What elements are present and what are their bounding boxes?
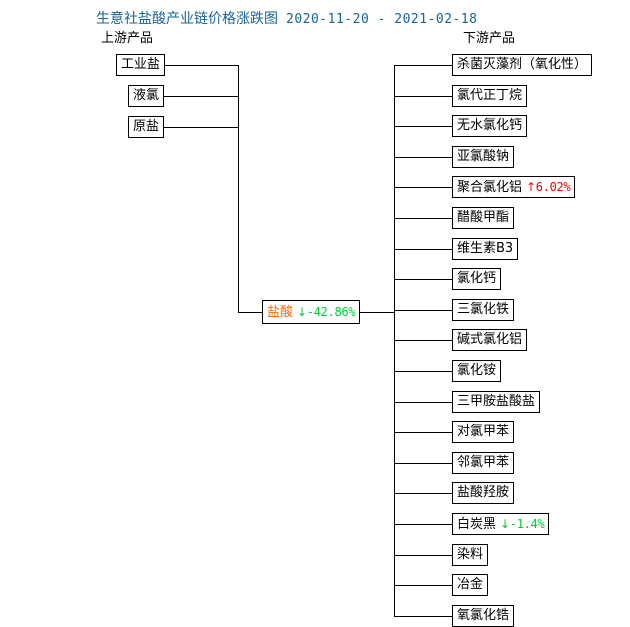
upstream-node-1[interactable]: 工业盐 — [116, 54, 166, 76]
downstream-node-4[interactable]: 亚氯酸钠 — [452, 146, 515, 168]
downstream-node-18[interactable]: 冶金 — [452, 574, 489, 596]
downstream-node-12[interactable]: 三甲胺盐酸盐 — [452, 391, 541, 413]
downstream-stub-13 — [394, 432, 452, 433]
upstream-stub-2 — [164, 96, 238, 97]
downstream-stub-10 — [394, 340, 452, 341]
price-change-down: ↓-42.86% — [297, 305, 356, 319]
upstream-column-header: 上游产品 — [101, 31, 154, 46]
downstream-stub-18 — [394, 585, 452, 586]
product-label: 原盐 — [133, 119, 160, 134]
down-arrow-icon: ↓ — [500, 517, 510, 531]
downstream-stub-4 — [394, 157, 452, 158]
center-to-downstream-link — [360, 312, 394, 313]
page-title: 生意社盐酸产业链价格涨跌图 2020-11-20 - 2021-02-18 — [96, 8, 478, 28]
product-label: 醋酸甲酯 — [457, 210, 510, 225]
product-label: 氯化铵 — [457, 363, 497, 378]
down-arrow-icon: ↓ — [297, 305, 307, 319]
downstream-column-header: 下游产品 — [463, 31, 516, 46]
product-label: 聚合氯化铝 — [457, 180, 523, 195]
downstream-stub-1 — [394, 65, 452, 66]
downstream-stub-12 — [394, 402, 452, 403]
page-title-text: 生意社盐酸产业链价格涨跌图 — [96, 11, 278, 27]
product-label: 氯代正丁烷 — [457, 88, 523, 103]
downstream-stub-6 — [394, 218, 452, 219]
up-arrow-icon: ↑ — [526, 180, 536, 194]
downstream-node-2[interactable]: 氯代正丁烷 — [452, 85, 528, 107]
downstream-node-8[interactable]: 氯化钙 — [452, 268, 502, 290]
upstream-bus — [238, 65, 239, 312]
downstream-stub-17 — [394, 555, 452, 556]
price-change-up: ↑6.02% — [526, 180, 571, 194]
product-label: 工业盐 — [121, 57, 161, 72]
product-label: 氧氯化锆 — [457, 608, 510, 623]
product-label: 无水氯化钙 — [457, 118, 523, 133]
downstream-node-11[interactable]: 氯化铵 — [452, 360, 502, 382]
product-label: 氯化钙 — [457, 271, 497, 286]
upstream-stub-1 — [165, 65, 238, 66]
product-label: 白炭黑 — [457, 517, 497, 532]
downstream-node-14[interactable]: 邻氯甲苯 — [452, 452, 515, 474]
product-label: 碱式氯化铝 — [457, 332, 523, 347]
downstream-node-15[interactable]: 盐酸羟胺 — [452, 482, 515, 504]
downstream-node-6[interactable]: 醋酸甲酯 — [452, 207, 515, 229]
downstream-node-9[interactable]: 三氯化铁 — [452, 299, 515, 321]
product-label: 亚氯酸钠 — [457, 149, 510, 164]
product-label: 冶金 — [457, 577, 484, 592]
downstream-stub-14 — [394, 463, 452, 464]
center-product-node[interactable]: 盐酸↓-42.86% — [262, 300, 361, 324]
downstream-node-19[interactable]: 氧氯化锆 — [452, 605, 515, 627]
product-label: 染料 — [457, 547, 484, 562]
downstream-stub-5 — [394, 187, 452, 188]
upstream-stub-3 — [164, 127, 238, 128]
upstream-node-3[interactable]: 原盐 — [128, 116, 165, 138]
downstream-stub-15 — [394, 493, 452, 494]
price-change-down: ↓-1.4% — [500, 517, 545, 531]
downstream-node-1[interactable]: 杀菌灭藻剂（氧化性） — [452, 54, 593, 76]
upstream-node-2[interactable]: 液氯 — [128, 85, 165, 107]
product-label: 液氯 — [133, 88, 160, 103]
product-label: 三甲胺盐酸盐 — [457, 394, 536, 409]
downstream-stub-16 — [394, 524, 452, 525]
product-label: 盐酸羟胺 — [457, 485, 510, 500]
downstream-stub-11 — [394, 371, 452, 372]
product-label: 邻氯甲苯 — [457, 455, 510, 470]
downstream-node-7[interactable]: 维生素B3 — [452, 238, 519, 260]
downstream-node-5[interactable]: 聚合氯化铝↑6.02% — [452, 176, 576, 198]
downstream-node-17[interactable]: 染料 — [452, 544, 489, 566]
downstream-node-16[interactable]: 白炭黑↓-1.4% — [452, 513, 550, 535]
downstream-node-13[interactable]: 对氯甲苯 — [452, 421, 515, 443]
date-range: 2020-11-20 - 2021-02-18 — [286, 12, 478, 27]
downstream-node-10[interactable]: 碱式氯化铝 — [452, 329, 528, 351]
downstream-stub-19 — [394, 616, 452, 617]
downstream-stub-8 — [394, 279, 452, 280]
downstream-stub-9 — [394, 310, 452, 311]
downstream-stub-7 — [394, 249, 452, 250]
product-label: 杀菌灭藻剂（氧化性） — [457, 57, 588, 72]
upstream-to-center-link — [238, 312, 262, 313]
downstream-stub-3 — [394, 126, 452, 127]
product-label: 对氯甲苯 — [457, 424, 510, 439]
downstream-node-3[interactable]: 无水氯化钙 — [452, 115, 528, 137]
product-label: 盐酸 — [267, 305, 294, 320]
product-label: 三氯化铁 — [457, 302, 510, 317]
downstream-stub-2 — [394, 96, 452, 97]
downstream-bus — [394, 65, 395, 616]
product-label: 维生素B3 — [457, 241, 514, 256]
